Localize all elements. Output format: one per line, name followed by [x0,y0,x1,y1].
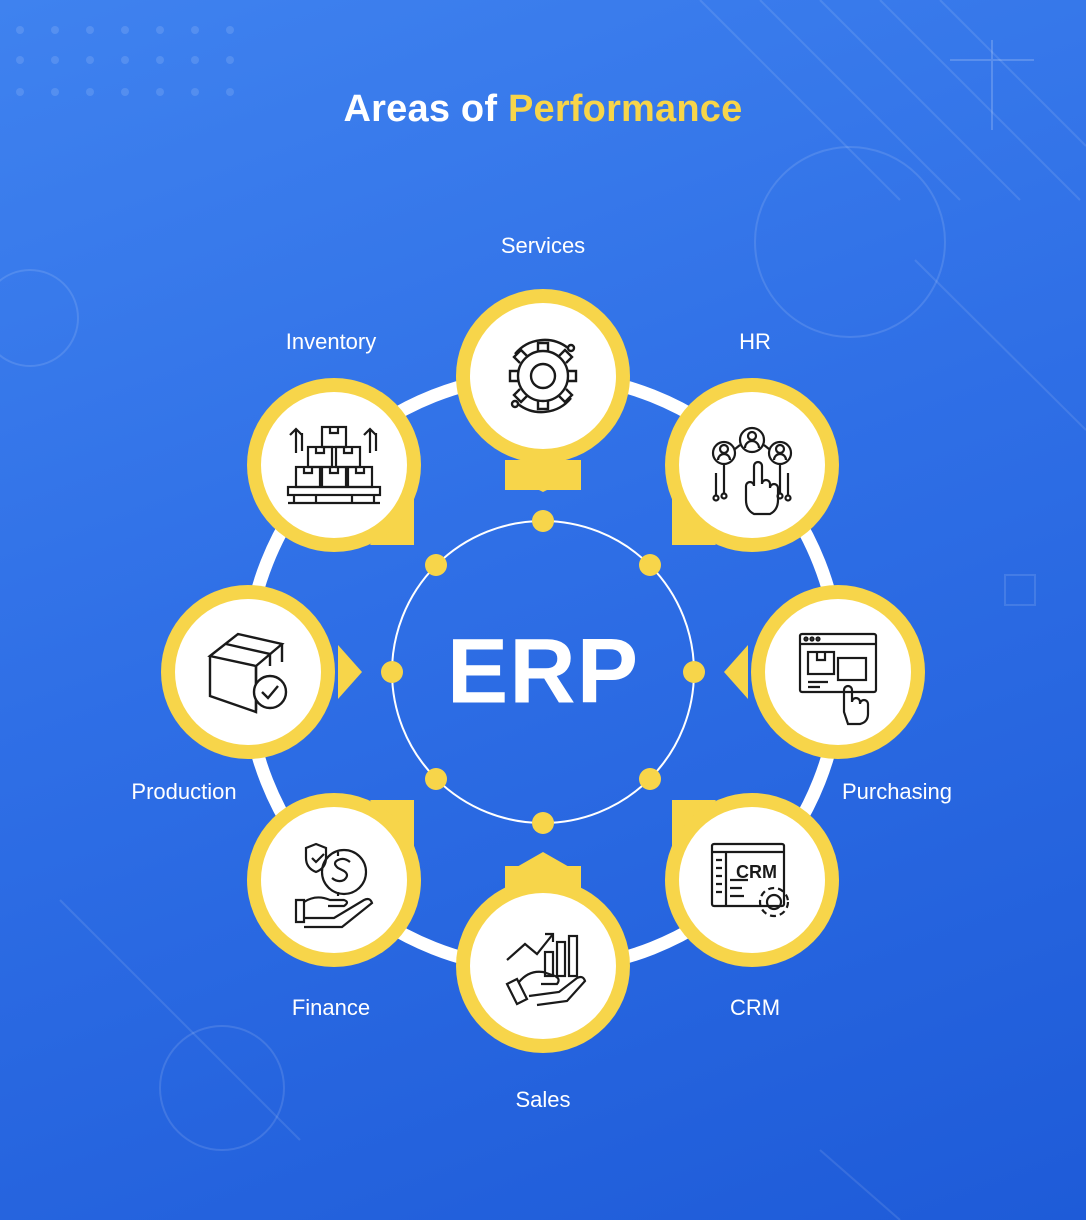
node-pointer [724,645,748,699]
area-node-inventory [247,378,421,552]
area-node-purchasing [724,585,925,759]
circle-outline-decoration [0,269,79,367]
page-title: Areas of Performance [0,88,1086,131]
inner-dot [425,554,447,576]
growth-chart-hand-icon [505,932,587,1007]
gear-icon [508,338,578,414]
square-outline-decoration [1004,574,1036,606]
node-pointer [515,852,571,868]
inner-dot [532,510,554,532]
area-label-hr: HR [739,329,771,354]
area-node-production [161,585,362,759]
inner-dot [425,768,447,790]
dot-grid-decoration [16,26,234,96]
node-pointer [338,645,362,699]
inner-dot [532,812,554,834]
inner-dot [639,554,661,576]
area-label-purchasing: Purchasing [841,779,953,804]
center-erp-label: ERP [446,620,640,723]
inner-dot [683,661,705,683]
circle-outline-decoration [159,1025,285,1151]
area-node-sales [456,852,630,1053]
people-network-icon [711,426,793,516]
area-node-hr [665,378,839,552]
money-hand-icon [294,842,374,929]
crm-icon-text: CRM [736,862,777,882]
crm-window-icon: CRM [710,842,790,918]
area-node-crm: CRM [665,793,839,967]
diagonal-lines-decoration [59,0,1086,1220]
area-label-finance: Finance [291,995,371,1020]
area-label-crm: CRM [729,995,781,1020]
area-node-finance [247,793,421,967]
circle-outline-decoration [754,146,946,338]
online-purchase-icon [798,632,878,726]
stacked-boxes-icon [286,425,382,505]
area-label-production: Production [131,779,237,804]
area-label-inventory: Inventory [285,329,377,354]
area-label-sales: Sales [515,1087,571,1112]
plus-decoration [950,40,1034,130]
area-node-services [456,289,630,492]
inner-ring-dots [381,510,705,834]
box-check-icon [207,632,288,714]
inner-dot [639,768,661,790]
title-highlight: Performance [507,88,743,130]
inner-dot [381,661,403,683]
area-label-services: Services [500,233,586,258]
title-prefix: Areas of [343,88,498,130]
